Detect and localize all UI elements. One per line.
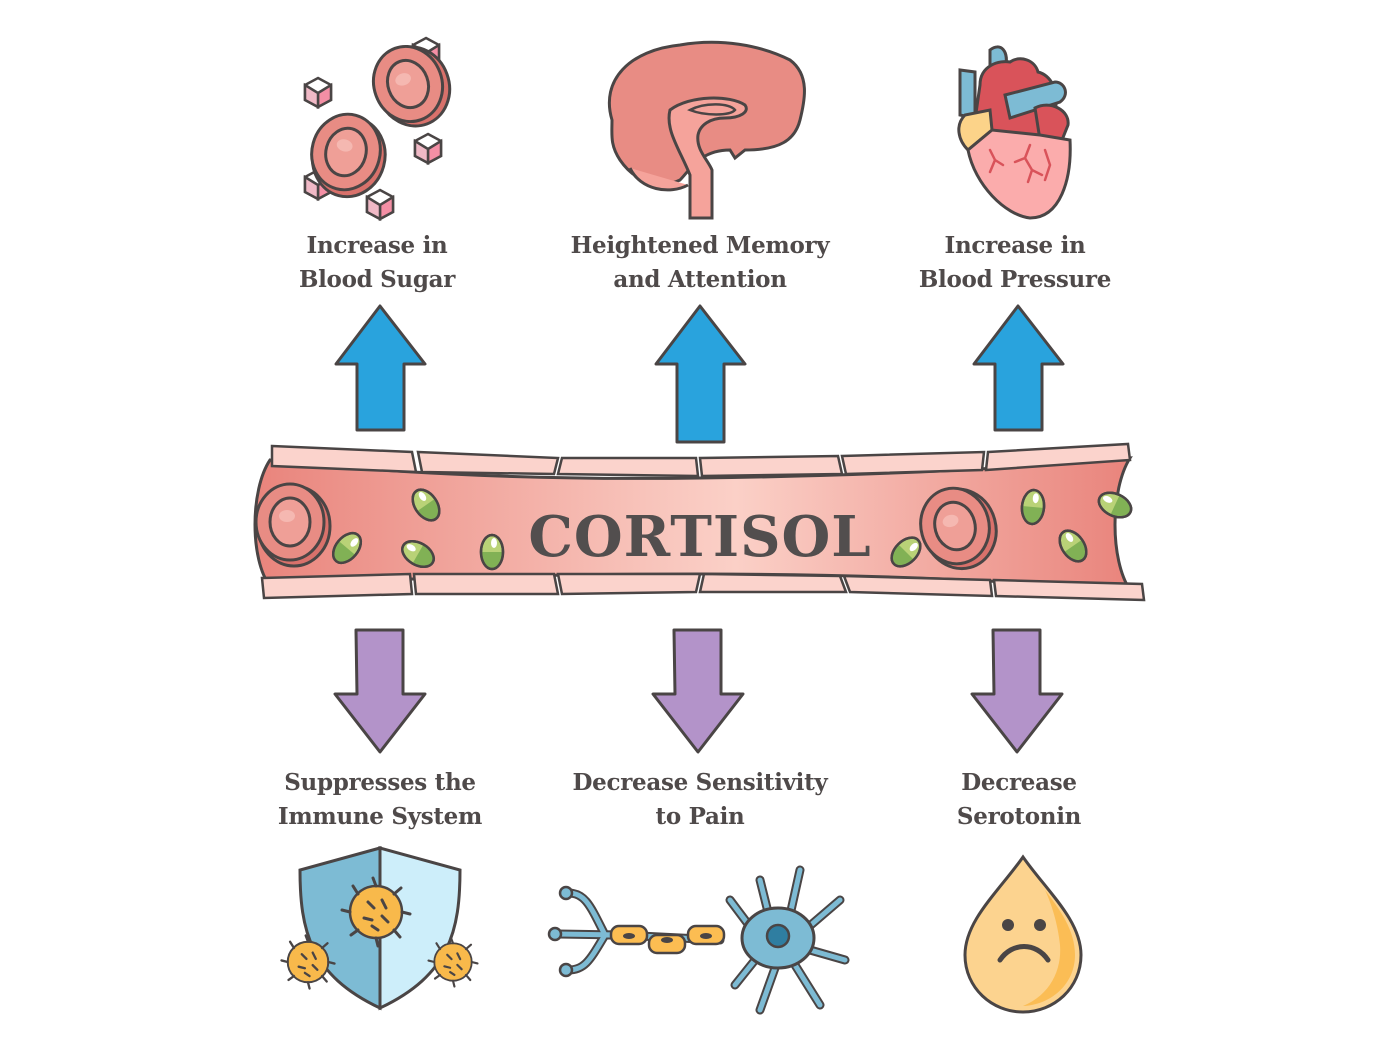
effect-label-line: Serotonin	[956, 803, 1082, 830]
platelet	[479, 533, 505, 571]
blood-vessel	[253, 442, 1146, 602]
effect-label-line: Decrease	[961, 769, 1077, 796]
effect-label-line: and Attention	[613, 266, 787, 293]
effect-label-blood-sugar: Increase in Blood Sugar	[207, 229, 547, 297]
shield-virus-icon	[280, 846, 479, 1011]
effect-label-line: Immune System	[277, 803, 483, 830]
up-arrow-3	[972, 304, 1065, 432]
effect-label-line: Heightened Memory	[570, 232, 830, 259]
effect-label-memory-attention: Heightened Memory and Attention	[530, 229, 870, 297]
down-arrow-1	[333, 628, 427, 754]
neuron-icon	[547, 865, 850, 1015]
effect-label-pain-sensitivity: Decrease Sensitivity to Pain	[530, 766, 870, 834]
effect-label-line: Blood Sugar	[298, 266, 456, 293]
effect-label-line: Increase in	[944, 232, 1086, 259]
effect-label-line: Decrease Sensitivity	[572, 769, 828, 796]
effect-label-line: Suppresses the	[284, 769, 476, 796]
heart-icon	[957, 45, 1072, 220]
sad-drop-icon	[963, 854, 1083, 1014]
red-blood-cell	[254, 482, 332, 568]
effect-label-line: Blood Pressure	[918, 266, 1112, 293]
up-arrow-1	[334, 304, 427, 432]
down-arrow-2	[651, 628, 745, 754]
effect-label-immune-system: Suppresses the Immune System	[210, 766, 550, 834]
blood-cells-sugar-cubes-icon	[300, 33, 463, 221]
effect-label-blood-pressure: Increase in Blood Pressure	[845, 229, 1185, 297]
effect-label-line: to Pain	[655, 803, 745, 830]
down-arrow-3	[970, 628, 1064, 754]
up-arrow-2	[654, 304, 747, 444]
cortisol-title: CORTISOL	[528, 504, 872, 570]
effect-label-line: Increase in	[306, 232, 448, 259]
effect-label-serotonin: Decrease Serotonin	[849, 766, 1189, 834]
brain-icon	[607, 40, 806, 220]
